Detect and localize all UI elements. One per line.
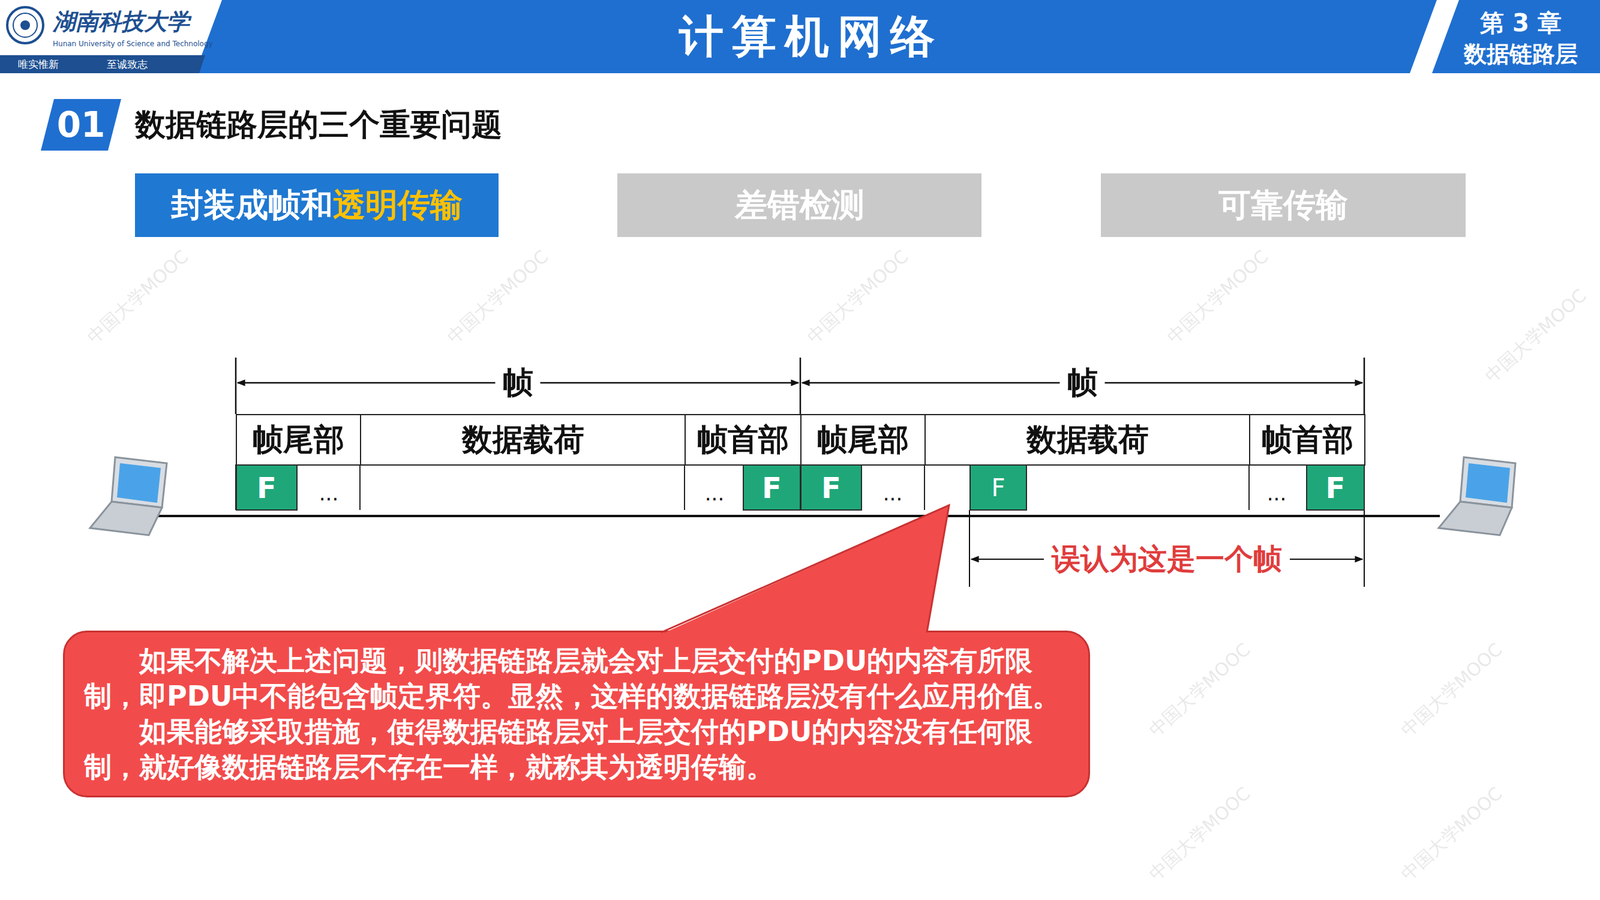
watermark: 中国大学MOOC xyxy=(802,244,915,350)
misread-dimension xyxy=(969,509,1365,587)
watermark: 中国大学MOOC xyxy=(1144,781,1257,887)
node-text: F xyxy=(256,470,277,505)
section-heading: 数据链路层的三个重要问题 xyxy=(134,104,503,146)
callout-paragraph: 如果不解决上述问题，则数据链路层就会对上层交付的PDU的内容有所限制，即PDU中… xyxy=(83,643,1070,714)
node-text: 数据载荷 xyxy=(461,419,585,461)
watermark: 中国大学MOOC xyxy=(1480,283,1593,389)
node-text: F xyxy=(761,470,782,505)
frame-dimension xyxy=(235,357,1365,414)
ellipsis: ... xyxy=(704,481,725,506)
laptop-right xyxy=(1438,457,1516,536)
flag-box: F xyxy=(742,464,801,511)
callout-box: 如果不解决上述问题，则数据链路层就会对上层交付的PDU的内容有所限制，即PDU中… xyxy=(62,630,1091,798)
frame-field: 帧尾部 xyxy=(235,413,362,466)
inactive-tab: 可靠传输 xyxy=(1100,173,1466,237)
node-text: F xyxy=(821,470,842,505)
flag-box: F xyxy=(800,464,863,511)
header-bar xyxy=(194,0,1437,74)
node-text: 01 xyxy=(56,104,106,146)
callout-paragraph: 如果能够采取措施，使得数据链路层对上层交付的PDU的内容没有任何限制，就好像数据… xyxy=(83,713,1070,785)
watermark: 中国大学MOOC xyxy=(1162,244,1275,350)
node-text: 帧尾部 xyxy=(817,419,909,461)
chapter-name: 数据链路层 xyxy=(1463,38,1578,70)
logo-ring xyxy=(13,13,38,38)
frame-label: 帧 xyxy=(1060,362,1106,404)
link-wire xyxy=(157,514,1440,518)
node-text: 可靠传输 xyxy=(1218,183,1349,228)
frame-data-row xyxy=(235,464,1365,510)
node-text: 帧首部 xyxy=(697,419,789,461)
misread-label: 误认为这是一个帧 xyxy=(1044,539,1290,579)
frame-field: 帧首部 xyxy=(1249,413,1366,466)
frame-field: 数据载荷 xyxy=(924,413,1251,466)
node-text: 数据载荷 xyxy=(1026,419,1149,461)
node-text: 透明传输 xyxy=(332,183,463,228)
callout-pointer xyxy=(661,505,950,635)
badge-parallelogram xyxy=(40,98,122,151)
frame-label: 帧 xyxy=(495,362,541,404)
chapter-number: 第 3 章 xyxy=(1480,6,1562,40)
active-tab: 封装成帧和透明传输 xyxy=(134,173,499,237)
node-text: F xyxy=(1325,470,1346,505)
university-name: 湖南科技大学 xyxy=(52,6,190,38)
watermark: 中国大学MOOC xyxy=(442,244,555,350)
laptop-left xyxy=(89,457,167,536)
inactive-tab: 差错检测 xyxy=(617,173,982,237)
motto: 唯实惟新 xyxy=(17,57,59,72)
flag-box: F xyxy=(1306,464,1365,511)
motto-strip xyxy=(0,55,206,74)
motto: 至诚致志 xyxy=(106,57,148,72)
flag-box: F xyxy=(969,464,1028,511)
frame-field: 数据载荷 xyxy=(359,413,686,466)
callout-pointer-edge xyxy=(661,505,950,633)
watermark: 中国大学MOOC xyxy=(1396,781,1509,887)
ellipsis: ... xyxy=(1267,481,1287,506)
flag-box: F xyxy=(235,464,298,511)
section-badge: 01 xyxy=(40,98,122,151)
node-text: F xyxy=(991,473,1005,502)
node-text: 封装成帧和 xyxy=(170,183,333,228)
frame-field: 帧尾部 xyxy=(800,413,926,466)
ellipsis: ... xyxy=(883,481,903,506)
watermark: 中国大学MOOC xyxy=(82,244,195,350)
node-text: 帧首部 xyxy=(1261,419,1354,461)
frame-field: 帧首部 xyxy=(684,413,802,466)
watermark: 中国大学MOOC xyxy=(1396,637,1509,743)
university-name-en: Hunan University of Science and Technolo… xyxy=(52,39,213,48)
logo-emblem xyxy=(7,7,44,44)
logo-core xyxy=(20,20,30,30)
ellipsis: ... xyxy=(319,481,339,506)
node-text: 帧尾部 xyxy=(252,419,345,461)
watermark: 中国大学MOOC xyxy=(1144,637,1257,743)
chapter-bar xyxy=(1432,0,1600,74)
slide-title: 计算机网络 xyxy=(679,7,944,68)
node-text: 差错检测 xyxy=(734,183,865,228)
